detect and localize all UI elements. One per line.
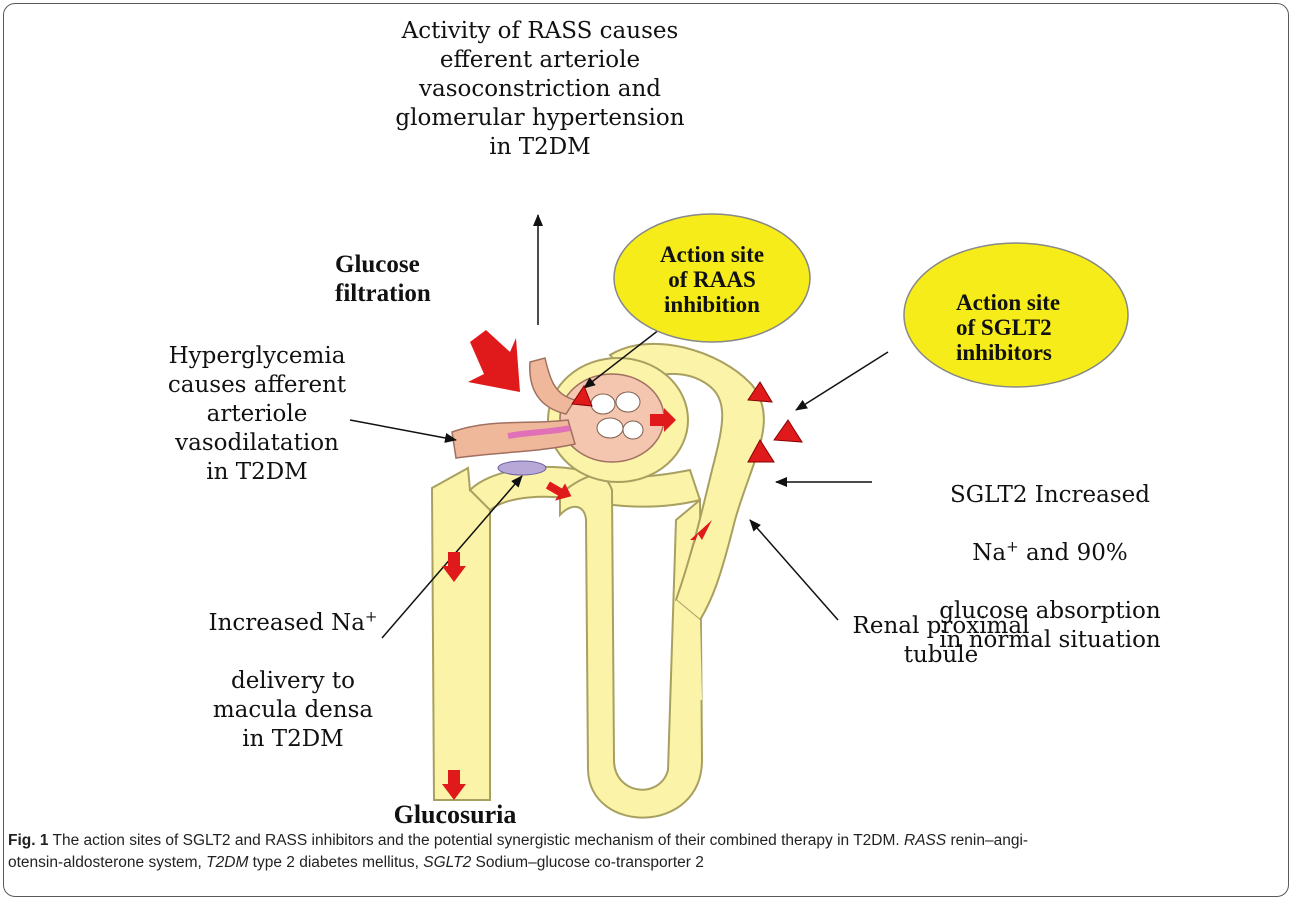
rass-activity-label: Activity of RASS causes efferent arterio…: [340, 17, 740, 162]
caption-abbr1: RASS: [904, 832, 946, 849]
proximal-tubule-label: Renal proximal tubule: [836, 612, 1046, 670]
na-line1: Increased Na: [209, 610, 365, 636]
arrow-proximal-tubule: [750, 520, 838, 620]
glucosuria-label: Glucosuria: [370, 800, 540, 829]
caption-text5: Sodium–glucose co-transporter 2: [471, 854, 704, 871]
caption-text1: The action sites of SGLT2 and RASS inhib…: [48, 832, 904, 849]
glucose-filtration-arrow: [468, 330, 520, 392]
caption-text3: otensin-aldosterone system,: [8, 854, 206, 871]
hyperglycemia-label: Hyperglycemia causes afferent arteriole …: [132, 342, 382, 487]
caption-fig: Fig. 1: [8, 832, 48, 849]
plus-sup: +: [1006, 537, 1019, 555]
raas-site-text: Action site of RAAS inhibition: [622, 242, 802, 317]
figure-caption: Fig. 1 The action sites of SGLT2 and RAS…: [8, 830, 1283, 874]
sglt2-site-text: Action site of SGLT2 inhibitors: [920, 290, 1146, 365]
collecting-duct: [432, 468, 490, 800]
caption-text4: type 2 diabetes mellitus,: [248, 854, 423, 871]
sglt2-na: Na: [972, 540, 1006, 566]
caption-text2: renin–angi-: [946, 832, 1028, 849]
na-plus-sup: +: [365, 607, 378, 625]
macula-densa: [498, 461, 546, 475]
na-delivery-label: Increased Na+ delivery to macula densa i…: [188, 580, 398, 754]
afferent-arteriole: [452, 420, 575, 458]
arrow-sglt2-site: [796, 352, 888, 410]
caption-abbr3: SGLT2: [423, 854, 471, 871]
glucose-filtration-label: Glucose filtration: [335, 250, 475, 308]
na-rest: delivery to macula densa in T2DM: [213, 668, 373, 752]
sglt2-triangle-2: [774, 420, 802, 442]
sglt2-line1: SGLT2 Increased: [950, 482, 1150, 508]
sglt2-line2: and 90%: [1019, 540, 1128, 566]
caption-abbr2: T2DM: [206, 854, 248, 871]
